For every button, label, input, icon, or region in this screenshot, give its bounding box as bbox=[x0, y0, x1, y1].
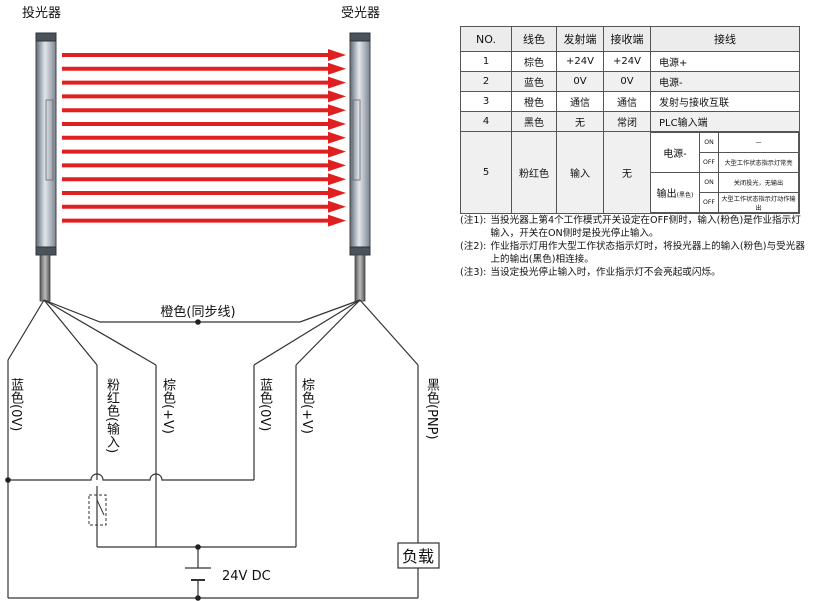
input-switch bbox=[88, 494, 107, 526]
table-row: 3 橙色 通信 通信 发射与接收互联 bbox=[460, 91, 800, 112]
beam-arrowhead bbox=[328, 187, 346, 199]
beam-arrowhead bbox=[328, 49, 346, 61]
note-item: (注1): 当投光器上第4个工作模式开关设定在OFF侧时，输入(粉色)是作业指示… bbox=[460, 214, 810, 240]
wire-label-pink: 粉红色(输入) bbox=[104, 378, 119, 454]
sync-wire-label: 橙色(同步线) bbox=[160, 304, 235, 320]
wire-label-brown-left: 棕色(+V) bbox=[160, 378, 175, 434]
cell-rx: 常闭 bbox=[603, 111, 651, 132]
cell-rx: +24V bbox=[603, 51, 651, 72]
header-wire-color: 线色 bbox=[511, 26, 557, 52]
beam-arrowhead bbox=[328, 90, 346, 103]
header-emitter: 发射端 bbox=[556, 26, 604, 52]
state-label: OFF bbox=[699, 192, 719, 213]
wiring-diagram: 负载 投光器 受光器 橙色(同步线) 24V DC bbox=[5, 5, 440, 601]
cell-color: 蓝色 bbox=[511, 71, 557, 92]
state-label: ON bbox=[699, 172, 719, 193]
table-row: 4 黑色 无 常闭 PLC输入端 bbox=[460, 111, 800, 132]
cell-wiring: 电源- bbox=[650, 71, 800, 92]
beam-arrowhead bbox=[328, 214, 346, 227]
cell-rx: 通信 bbox=[603, 91, 651, 112]
cell-wiring: 发射与接收互联 bbox=[650, 91, 800, 112]
beam-arrowhead bbox=[328, 76, 346, 89]
cell-wiring: 电源+ bbox=[650, 51, 800, 72]
cell-tx: 无 bbox=[556, 111, 604, 132]
cell-tx: 通信 bbox=[556, 91, 604, 112]
note-item: (注2): 作业指示灯用作大型工作状态指示灯时，将投光器上的输入(粉色)与受光器… bbox=[460, 240, 810, 266]
state-label: OFF bbox=[699, 152, 719, 173]
cell-tx: +24V bbox=[556, 51, 604, 72]
note-tag: (注1): bbox=[460, 215, 487, 226]
cell-no: 3 bbox=[460, 91, 512, 112]
light-beams bbox=[62, 49, 346, 227]
notes-section: (注1): 当投光器上第4个工作模式开关设定在OFF侧时，输入(粉色)是作业指示… bbox=[460, 214, 810, 279]
emitter-sensor bbox=[35, 32, 57, 302]
beam-arrowhead bbox=[328, 159, 346, 172]
beam-arrowhead bbox=[328, 131, 346, 144]
cell-tx: 输入 bbox=[556, 131, 604, 214]
table-row: 2 蓝色 0V 0V 电源- bbox=[460, 71, 800, 92]
output-label: 输出 bbox=[656, 189, 677, 200]
table-row: 1 棕色 +24V +24V 电源+ bbox=[460, 51, 800, 72]
load-box bbox=[397, 542, 440, 569]
wire-label-black: 黑色(PNP) bbox=[424, 378, 439, 440]
cell-color: 棕色 bbox=[511, 51, 557, 72]
group-label: 输出(黑色) bbox=[651, 172, 700, 213]
table-header-row: NO. 线色 发射端 接收端 接线 bbox=[460, 26, 800, 52]
wire-label-blue-right: 蓝色(0V) bbox=[257, 378, 272, 432]
note-text: 作业指示灯用作大型工作状态指示灯时，将投光器上的输入(粉色)与受光器上的输出(黑… bbox=[490, 241, 805, 265]
table-row: 5 粉红色 输入 无 电源- ON — OFF 大型工作状态指示灯常亮 输出( bbox=[460, 131, 800, 214]
load-label: 负载 bbox=[402, 547, 434, 566]
cell-no: 1 bbox=[460, 51, 512, 72]
state-desc: 大型工作状态指示灯常亮 bbox=[718, 152, 799, 173]
state-desc: 关闭投光，无输出 bbox=[718, 172, 799, 193]
cell-wiring: PLC输入端 bbox=[650, 111, 800, 132]
cell-no: 5 bbox=[460, 131, 512, 214]
cell-no: 4 bbox=[460, 111, 512, 132]
beam-arrowhead bbox=[328, 104, 346, 117]
note-tag: (注2): bbox=[460, 241, 487, 252]
cell-tx: 0V bbox=[556, 71, 604, 92]
cell-rx: 0V bbox=[603, 71, 651, 92]
output-label-note: (黑色) bbox=[676, 192, 694, 199]
state-desc: — bbox=[718, 132, 799, 153]
note-text: 当投光器上第4个工作模式开关设定在OFF侧时，输入(粉色)是作业指示灯输入，开关… bbox=[490, 215, 801, 239]
header-no: NO. bbox=[460, 26, 512, 52]
beam-arrowhead bbox=[328, 62, 346, 75]
state-label: ON bbox=[699, 132, 719, 153]
beam-arrowhead bbox=[328, 145, 346, 158]
power-label: 24V DC bbox=[222, 569, 271, 584]
state-desc: 大型工作状态指示灯动作输出 bbox=[718, 192, 799, 213]
beam-arrowhead bbox=[328, 118, 346, 130]
wiring-spec-table: NO. 线色 发射端 接收端 接线 1 棕色 +24V +24V 电源+ 2 蓝… bbox=[460, 26, 800, 214]
wire-label-brown-right: 棕色(+V) bbox=[299, 378, 314, 434]
beam-arrowhead bbox=[328, 173, 346, 186]
wiring-lines bbox=[7, 299, 419, 599]
cell-wiring-detail: 电源- ON — OFF 大型工作状态指示灯常亮 输出(黑色) ON 关闭投光，… bbox=[650, 131, 800, 214]
group-label: 电源- bbox=[651, 132, 700, 173]
header-receiver: 接收端 bbox=[603, 26, 651, 52]
note-item: (注3): 当设定投光停止输入时，作业指示灯不会亮起或闪烁。 bbox=[460, 266, 810, 279]
emitter-label: 投光器 bbox=[22, 5, 61, 21]
wiring-detail-table: 电源- ON — OFF 大型工作状态指示灯常亮 输出(黑色) ON 关闭投光，… bbox=[651, 132, 799, 213]
cell-color: 黑色 bbox=[511, 111, 557, 132]
receiver-sensor bbox=[349, 32, 371, 302]
cell-color: 粉红色 bbox=[511, 131, 557, 214]
receiver-label: 受光器 bbox=[341, 6, 380, 21]
note-tag: (注3): bbox=[460, 267, 487, 278]
cell-rx: 无 bbox=[603, 131, 651, 214]
wire-label-blue-left: 蓝色(0V) bbox=[8, 378, 23, 432]
header-wiring: 接线 bbox=[650, 26, 800, 52]
note-text: 当设定投光停止输入时，作业指示灯不会亮起或闪烁。 bbox=[490, 267, 721, 278]
beam-arrowhead bbox=[328, 200, 346, 213]
cell-color: 橙色 bbox=[511, 91, 557, 112]
cell-no: 2 bbox=[460, 71, 512, 92]
junction-dots bbox=[5, 319, 201, 601]
